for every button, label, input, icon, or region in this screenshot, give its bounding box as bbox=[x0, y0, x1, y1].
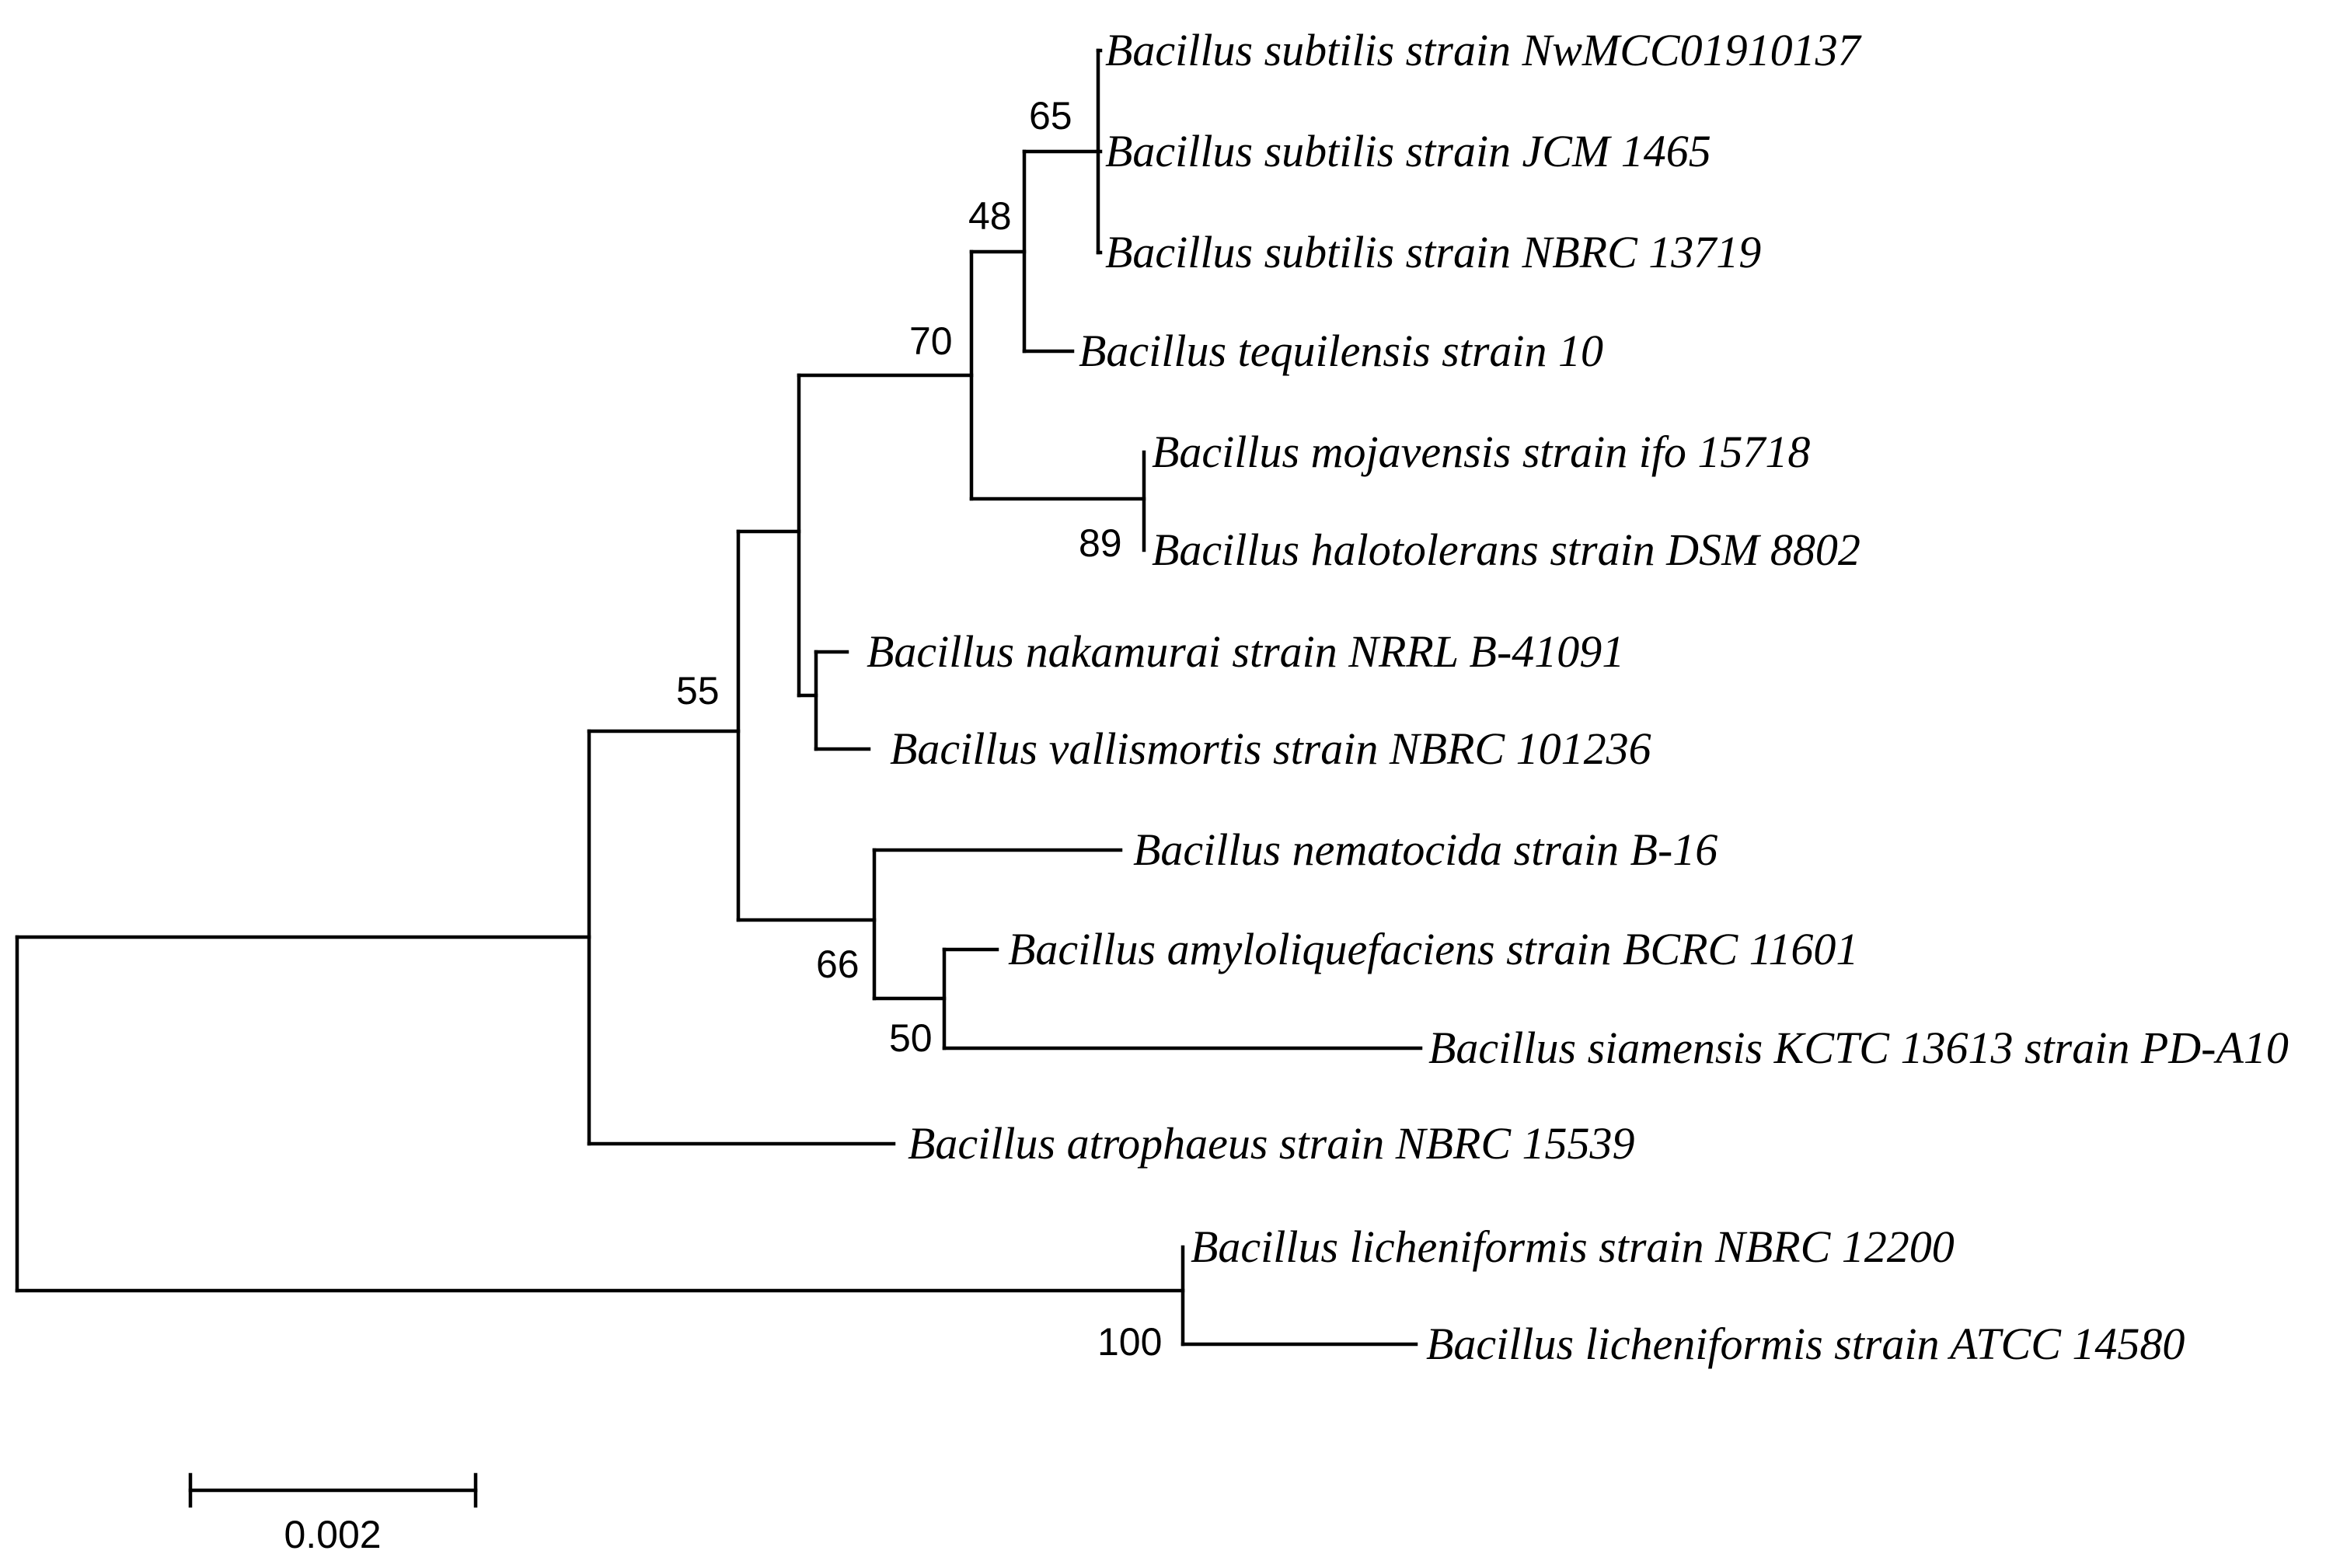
taxon-label: Bacillus nakamurai strain NRRL B-41091 bbox=[867, 626, 1624, 677]
tree-branches bbox=[15, 48, 1423, 1347]
scale-bar-label: 0.002 bbox=[284, 1513, 381, 1556]
support-value: 48 bbox=[968, 194, 1012, 238]
support-value: 65 bbox=[1029, 94, 1072, 138]
support-value: 70 bbox=[909, 319, 953, 363]
support-value: 89 bbox=[1079, 521, 1122, 565]
taxon-label: Bacillus vallismortis strain NBRC 101236 bbox=[890, 723, 1651, 774]
support-values: 65 48 70 89 55 66 50 100 bbox=[676, 94, 1162, 1364]
support-value: 100 bbox=[1097, 1320, 1162, 1364]
scale-bar: 0.002 bbox=[188, 1472, 478, 1556]
taxon-label: Bacillus subtilis strain NwMCC01910137 bbox=[1105, 25, 1862, 75]
taxon-label: Bacillus tequilensis strain 10 bbox=[1079, 326, 1603, 376]
support-value: 50 bbox=[889, 1016, 933, 1060]
taxon-label: Bacillus siamensis KCTC 13613 strain PD-… bbox=[1428, 1023, 2289, 1073]
taxon-label: Bacillus licheniformis strain ATCC 14580 bbox=[1426, 1319, 2185, 1369]
support-value: 66 bbox=[816, 943, 860, 986]
support-value: 55 bbox=[676, 669, 720, 713]
taxon-label: Bacillus subtilis strain NBRC 13719 bbox=[1105, 227, 1761, 277]
taxon-label: Bacillus amyloliquefaciens strain BCRC 1… bbox=[1008, 924, 1858, 974]
taxon-label: Bacillus nematocida strain B-16 bbox=[1133, 824, 1718, 875]
taxon-label: Bacillus halotolerans strain DSM 8802 bbox=[1152, 524, 1860, 575]
taxon-label: Bacillus subtilis strain JCM 1465 bbox=[1105, 126, 1711, 176]
taxon-label: Bacillus atrophaeus strain NBRC 15539 bbox=[908, 1118, 1635, 1169]
taxon-label: Bacillus licheniformis strain NBRC 12200 bbox=[1191, 1221, 1955, 1272]
taxon-label: Bacillus mojavensis strain ifo 15718 bbox=[1152, 427, 1810, 477]
taxon-labels: Bacillus subtilis strain NwMCC01910137 B… bbox=[867, 25, 2289, 1369]
